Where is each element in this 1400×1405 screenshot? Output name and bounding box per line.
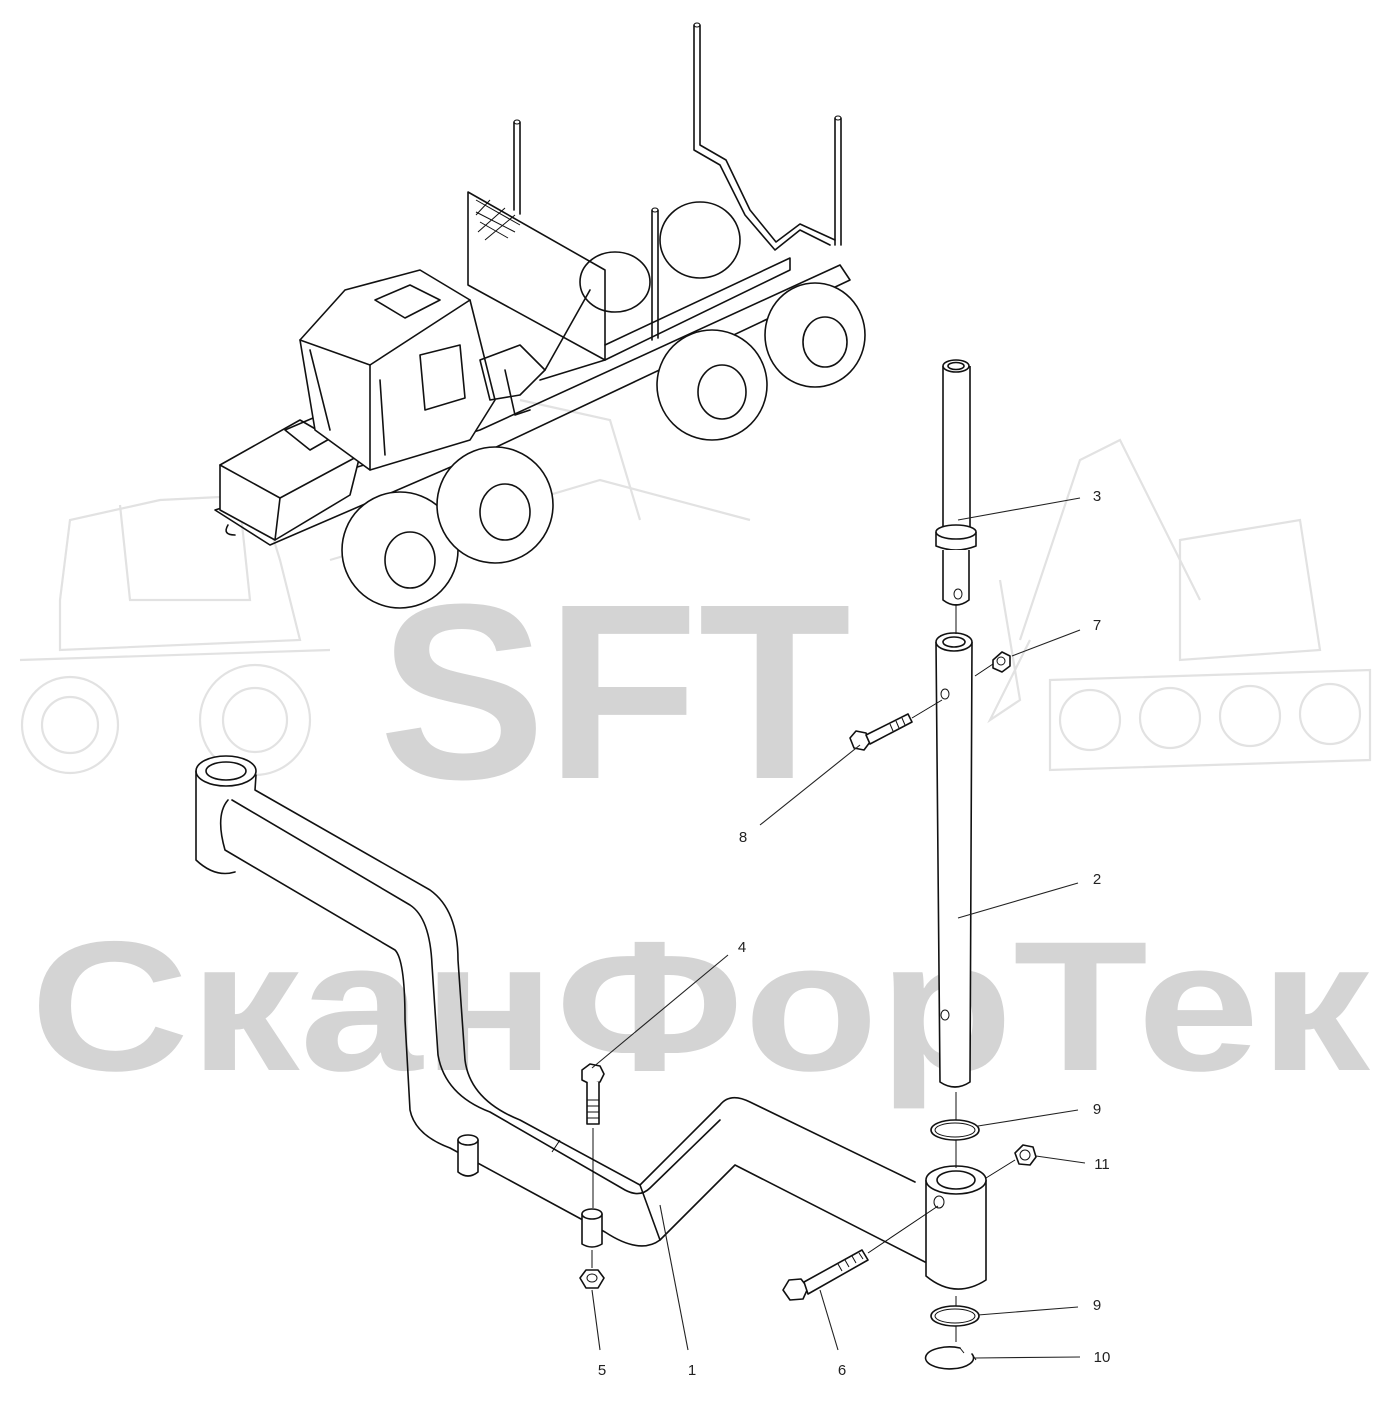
forwarder-machine-illustration: [214, 22, 866, 609]
lower-pivot-boss: [925, 1165, 987, 1290]
callout-labels: 3 7 8 2 4 9 11 9 10 5 1 6: [598, 488, 1111, 1379]
callout-1: 1: [688, 1362, 696, 1379]
callout-11: 11: [1094, 1156, 1110, 1173]
callout-9-upper: 9: [1093, 1101, 1101, 1118]
part-2-tube: [935, 632, 973, 1088]
callout-3: 3: [1093, 488, 1101, 505]
leader-lines: [591, 497, 1086, 1359]
callout-8: 8: [739, 829, 747, 846]
callout-7: 7: [1093, 617, 1101, 634]
watermark: SFT СканФорТек: [19, 398, 1372, 1110]
watermark-brand-text: СканФорТек: [30, 904, 1370, 1110]
part-4-bolt: [581, 1063, 605, 1208]
part-8-bolt: [849, 699, 943, 751]
part-7-nut: [974, 651, 1011, 677]
part-9-ring-lower: [930, 1305, 980, 1327]
part-3-shaft: [935, 359, 977, 606]
callout-4: 4: [738, 939, 746, 956]
callout-9-lower: 9: [1093, 1297, 1101, 1314]
part-11-nut: [985, 1144, 1037, 1179]
part-1-swing-arm: [195, 755, 926, 1263]
callout-5: 5: [598, 1362, 606, 1379]
part-9-ring-upper: [930, 1119, 980, 1141]
watermark-logo-text: SFT: [379, 552, 851, 831]
watermark-excavator-right-icon: [987, 438, 1372, 772]
callout-6: 6: [838, 1362, 846, 1379]
spacer-bushing: [581, 1208, 603, 1248]
callout-10: 10: [1094, 1349, 1111, 1366]
callout-2: 2: [1093, 871, 1101, 888]
part-6-bolt: [782, 1205, 939, 1301]
part-10-circlip: [924, 1346, 977, 1370]
part-5-nut: [579, 1250, 605, 1289]
